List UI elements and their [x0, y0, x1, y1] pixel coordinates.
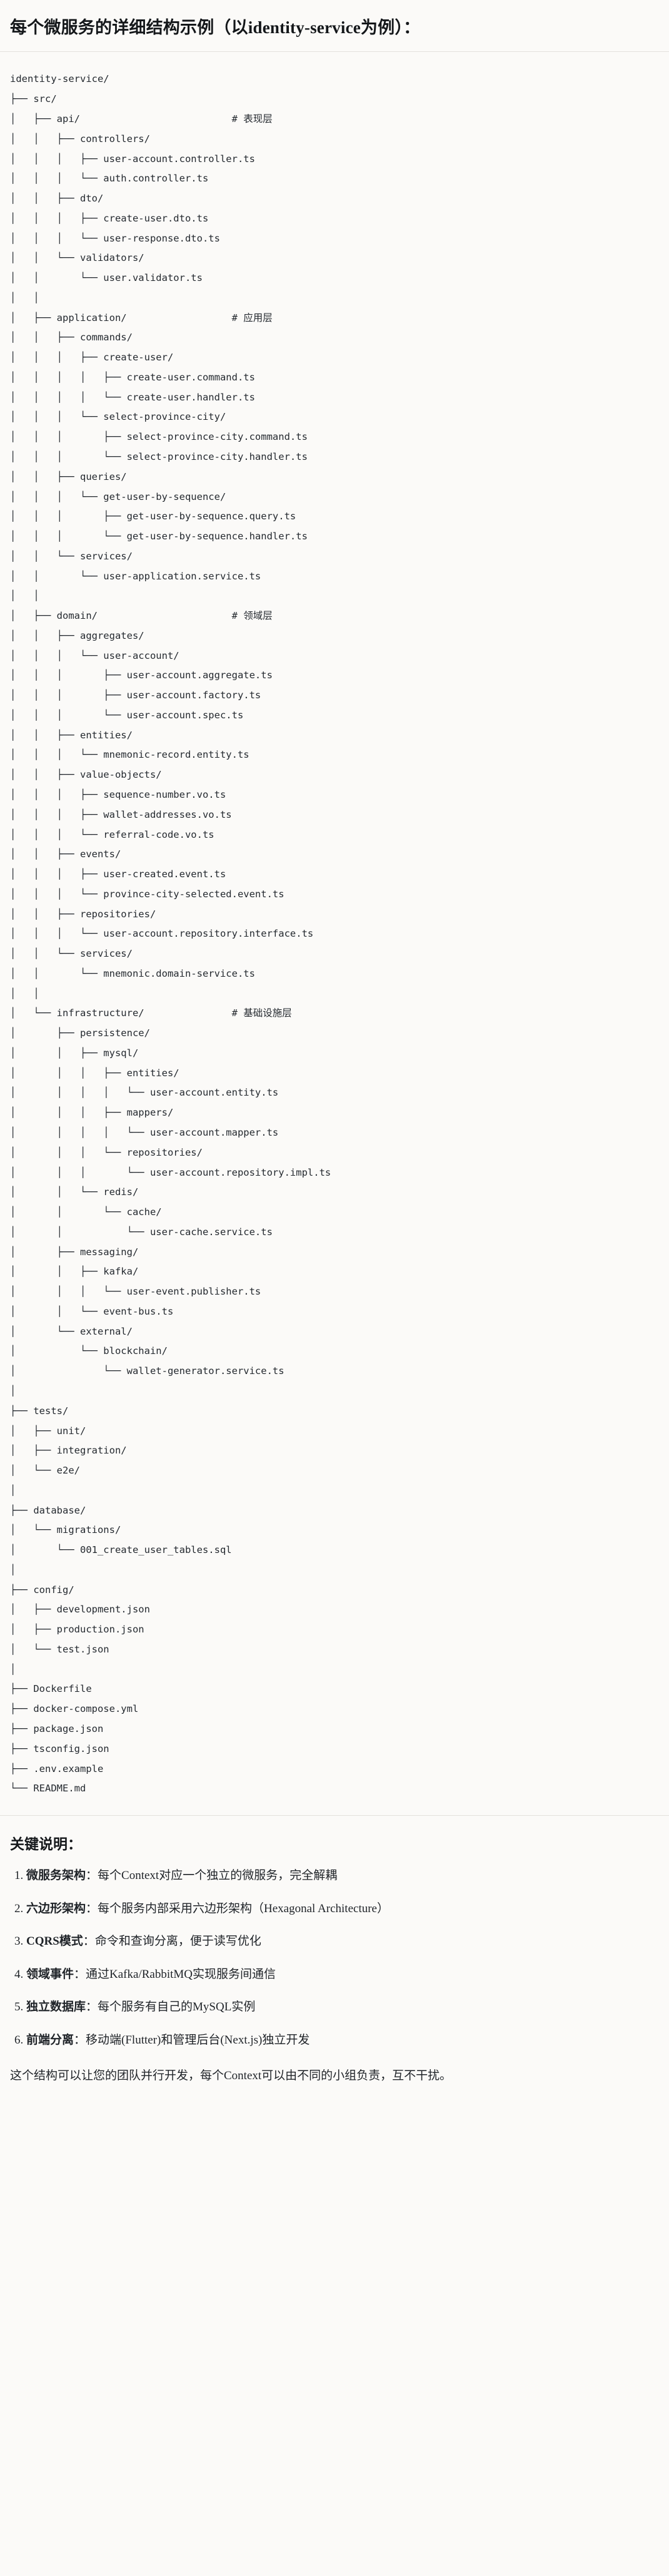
- key-note-body: 每个服务有自己的MySQL实例: [98, 2000, 256, 2014]
- key-note-body: 每个服务内部采用六边形架构（Hexagonal Architecture）: [98, 1901, 389, 1915]
- key-note-term: 前端分离: [26, 2033, 74, 2047]
- key-note-item: CQRS模式：命令和查询分离，便于读写优化: [26, 1933, 659, 1950]
- key-note-separator: ：: [86, 1869, 98, 1883]
- key-note-separator: ：: [74, 2033, 86, 2047]
- key-notes-list: 微服务架构：每个Context对应一个独立的微服务，完全解耦六边形架构：每个服务…: [10, 1867, 659, 2049]
- directory-tree-block: identity-service/ ├── src/ │ ├── api/ # …: [0, 52, 669, 1816]
- key-note-separator: ：: [74, 1967, 86, 1981]
- key-note-item: 六边形架构：每个服务内部采用六边形架构（Hexagonal Architectu…: [26, 1900, 659, 1918]
- key-note-item: 领域事件：通过Kafka/RabbitMQ实现服务间通信: [26, 1966, 659, 1983]
- key-note-item: 微服务架构：每个Context对应一个独立的微服务，完全解耦: [26, 1867, 659, 1885]
- key-note-item: 前端分离：移动端(Flutter)和管理后台(Next.js)独立开发: [26, 2032, 659, 2049]
- key-note-term: 六边形架构: [26, 1901, 86, 1915]
- key-note-term: 微服务架构: [26, 1869, 86, 1883]
- closing-paragraph: 这个结构可以让您的团队并行开发，每个Context可以由不同的小组负责，互不干扰…: [10, 2069, 452, 2083]
- key-note-separator: ：: [86, 2000, 98, 2014]
- page-title: 每个微服务的详细结构示例（以identity-service为例）：: [10, 18, 421, 37]
- section-header: 每个微服务的详细结构示例（以identity-service为例）：: [0, 0, 669, 53]
- key-note-item: 独立数据库：每个服务有自己的MySQL实例: [26, 1998, 659, 2016]
- key-note-term: CQRS模式: [26, 1935, 83, 1948]
- key-notes-section: 关键说明： 微服务架构：每个Context对应一个独立的微服务，完全解耦六边形架…: [0, 1816, 669, 2100]
- key-note-body: 通过Kafka/RabbitMQ实现服务间通信: [86, 1967, 276, 1981]
- key-note-body: 移动端(Flutter)和管理后台(Next.js)独立开发: [86, 2033, 310, 2047]
- page-root: 每个微服务的详细结构示例（以identity-service为例）： ident…: [0, 0, 669, 2100]
- key-notes-heading: 关键说明：: [10, 1836, 82, 1853]
- key-note-body: 每个Context对应一个独立的微服务，完全解耦: [98, 1869, 338, 1883]
- key-note-separator: ：: [86, 1901, 98, 1915]
- key-note-separator: ：: [83, 1935, 95, 1948]
- directory-tree: identity-service/ ├── src/ │ ├── api/ # …: [10, 73, 331, 1795]
- key-note-term: 独立数据库: [26, 2000, 86, 2014]
- key-note-term: 领域事件: [26, 1967, 74, 1981]
- key-note-body: 命令和查询分离，便于读写优化: [94, 1935, 261, 1948]
